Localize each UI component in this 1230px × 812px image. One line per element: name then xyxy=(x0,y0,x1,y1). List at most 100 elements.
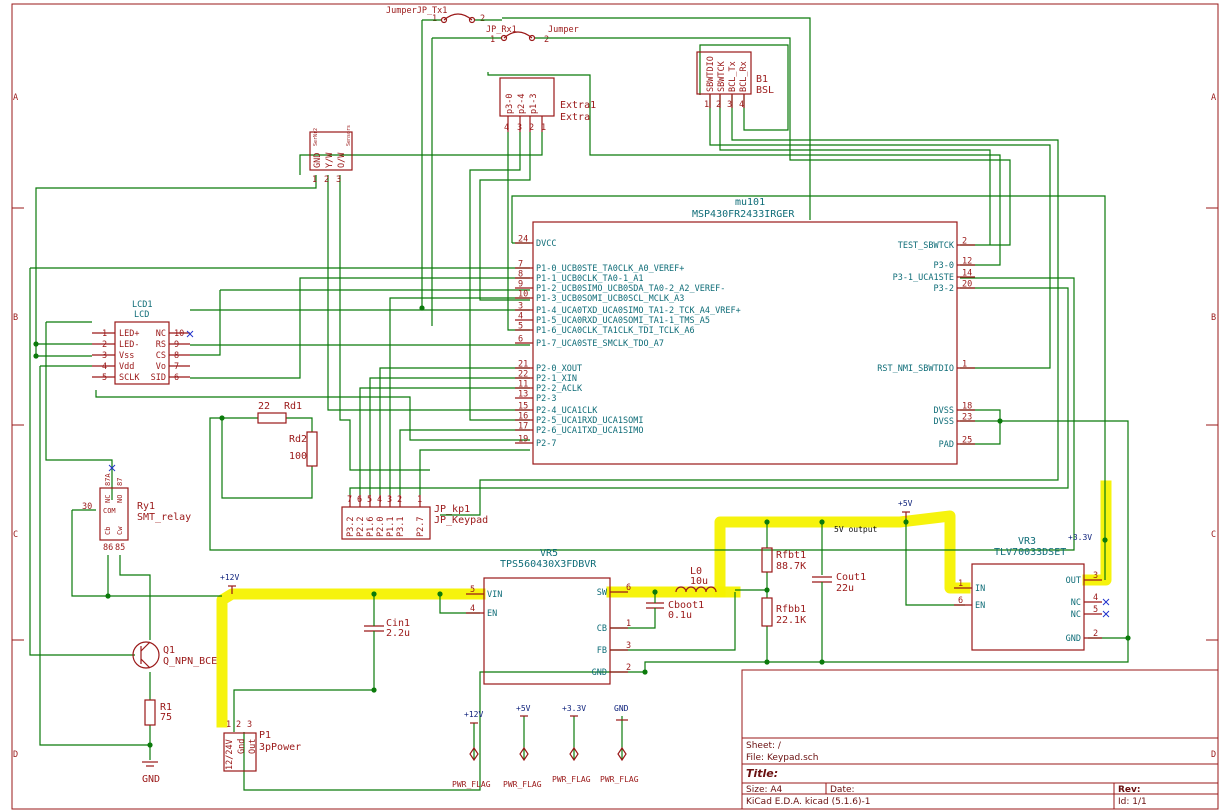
net-5v-label: +5V xyxy=(898,499,913,508)
transistor-q1[interactable]: Q1 Q_NPN_BCE xyxy=(132,641,217,669)
extra-connector[interactable]: p3-0 p2-4 p1-3 Extra1 Extra 4 3 2 1 xyxy=(499,77,596,133)
mcu-pin-name: P2-4_UCA1CLK xyxy=(536,406,598,416)
net-12v: +12V xyxy=(220,573,239,594)
tb-rev: Rev: xyxy=(1118,785,1141,795)
cout1-ref: Cout1 xyxy=(836,572,866,583)
p1-num-3: 3 xyxy=(247,720,252,730)
row-label-d-left: D xyxy=(13,750,18,760)
mcu-pin-num: 5 xyxy=(518,322,523,332)
q1-value: Q_NPN_BCE xyxy=(163,656,217,667)
mcu-pin-num: 19 xyxy=(518,435,528,445)
inductor-l0[interactable]: L0 10u xyxy=(675,566,717,593)
power-flag-gnd[interactable]: GND PWR_FLAG xyxy=(600,704,639,784)
keypad-pin-num: 5 xyxy=(367,495,372,505)
l0-value: 10u xyxy=(690,576,708,587)
power-flag-12v[interactable]: +12V PWR_FLAG xyxy=(452,710,491,789)
mcu-pin-num: 7 xyxy=(518,260,523,270)
mcu-pin-name: P1-4_UCA0TXD_UCA0SIMO_TA1-2_TCK_A4_VREF+ xyxy=(536,306,741,316)
relay-pin-no: NO xyxy=(116,495,124,503)
buck-pin-name: FB xyxy=(597,646,607,656)
buck-ref: VR5 xyxy=(540,548,558,559)
keypad-pin-name: P1.6 xyxy=(366,517,376,537)
power-connector[interactable]: 12/24V Gnd Out 1 2 3 P1 3pPower xyxy=(223,720,301,772)
resistor-r1[interactable]: R1 75 xyxy=(144,699,172,726)
buck-pin-num: 6 xyxy=(626,583,631,593)
p1-ref: P1 xyxy=(259,730,271,741)
cin1-ref: Cin1 xyxy=(386,618,410,629)
extra-pin-p24: p2-4 xyxy=(517,94,527,114)
buck-pin-name: GND xyxy=(592,668,607,678)
jumper-rx-value: Jumper xyxy=(548,25,579,35)
bsl-pin-sbwtck: SBWTCK xyxy=(717,60,727,92)
mcu-pin-name: P2-6_UCA1TXD_UCA1SIMO xyxy=(536,426,643,436)
sensor-pin-yw: Y/W xyxy=(325,152,335,168)
ldo-pin-name: EN xyxy=(975,601,985,611)
sensor-connector[interactable]: SerNr2 GND Y/W O/W Sensors 1 2 3 xyxy=(309,125,353,185)
mcu-pin-name: P3-1_UCA1STE xyxy=(893,273,954,283)
mcu-pin-num: 17 xyxy=(518,422,528,432)
capacitor-cboot1[interactable]: Cboot1 0.1u xyxy=(646,592,704,621)
jumper-rx-pin2: 2 xyxy=(544,35,549,45)
p1-num-2: 2 xyxy=(236,720,241,730)
r1-value: 75 xyxy=(160,712,172,723)
rfbb1-value: 22.1K xyxy=(776,615,806,626)
bsl-value: BSL xyxy=(756,85,774,96)
cout1-value: 22u xyxy=(836,583,854,594)
mcu-pin-num: 10 xyxy=(518,290,528,300)
jumper-rx[interactable]: JP_Rx1 Jumper 1 2 xyxy=(432,25,579,45)
buck-pin-name: VIN xyxy=(487,590,502,600)
resistor-rfbb1[interactable]: Rfbb1 22.1K xyxy=(761,597,806,627)
resistor-rfbt1[interactable]: Rfbt1 88.7K xyxy=(761,547,806,573)
jumper-tx[interactable]: JumperJP_Tx1 1 2 xyxy=(386,6,502,24)
buck-pin-num: 2 xyxy=(626,663,631,673)
bsl-connector[interactable]: SBWTDIO SBWTCK BCL_Tx BCL_Rx B1 BSL 1 2 … xyxy=(696,51,774,110)
lcd-value: LCD xyxy=(134,310,149,320)
capacitor-cin1[interactable]: Cin1 2.2u xyxy=(364,612,410,640)
lcd-body xyxy=(114,321,170,385)
relay-num-87a: 87A xyxy=(104,473,112,486)
mcu-pin-name: PAD xyxy=(939,440,954,450)
tb-size: Size: A4 xyxy=(746,785,783,795)
lcd-pin-num: 2 xyxy=(102,340,107,350)
mcu-pin-num: 24 xyxy=(518,235,528,245)
resistor-rd1[interactable]: 22 Rd1 xyxy=(257,401,302,424)
lcd-pin-name: CS xyxy=(156,351,166,361)
mcu-pin-name: P1-2_UCB0SIMO_UCB0SDA_TA0-2_A2_VEREF- xyxy=(536,284,725,294)
power-flag-3v3[interactable]: +3.3V PWR_FLAG xyxy=(552,704,591,784)
capacitor-cout1[interactable]: Cout1 22u xyxy=(812,572,866,594)
mcu-pin-name: P3-0 xyxy=(934,261,954,271)
tb-file: File: Keypad.sch xyxy=(746,753,818,763)
mcu-pin-num: 3 xyxy=(518,302,523,312)
mcu-pin-num: 22 xyxy=(518,370,528,380)
flag-3v3-net: +3.3V xyxy=(562,704,586,713)
lcd-pin-name: RS xyxy=(156,340,166,350)
net-12v-label: +12V xyxy=(220,573,239,582)
rd1-ref: Rd1 xyxy=(284,401,302,412)
p1-pin-out: Out xyxy=(248,739,258,754)
relay-symbol[interactable]: 87A 87 NC NO COM Cb Cw 30 86 85 Ry1 SMT_… xyxy=(82,464,191,553)
row-label-c-right: C xyxy=(1211,530,1216,540)
mcu-pin-name: P3-2 xyxy=(934,284,954,294)
bsl-num-4: 4 xyxy=(739,100,744,110)
keypad-ref: JP_kp1 xyxy=(434,504,470,515)
keypad-pin-num: 7 xyxy=(347,495,352,505)
resistor-rd2[interactable]: Rd2 100 xyxy=(289,431,318,467)
lcd-pin-name: Vo xyxy=(156,362,166,372)
mcu-pin-num: 1 xyxy=(962,360,967,370)
mcu-pin-num: 13 xyxy=(518,390,528,400)
sensor-num-3: 3 xyxy=(336,175,341,185)
rfbt1-ref: Rfbt1 xyxy=(776,550,806,561)
power-flag-5v[interactable]: +5V PWR_FLAG xyxy=(503,704,542,789)
extra-pin-p30: p3-0 xyxy=(505,94,515,114)
p1-pin-1224v: 12/24V xyxy=(225,739,235,770)
